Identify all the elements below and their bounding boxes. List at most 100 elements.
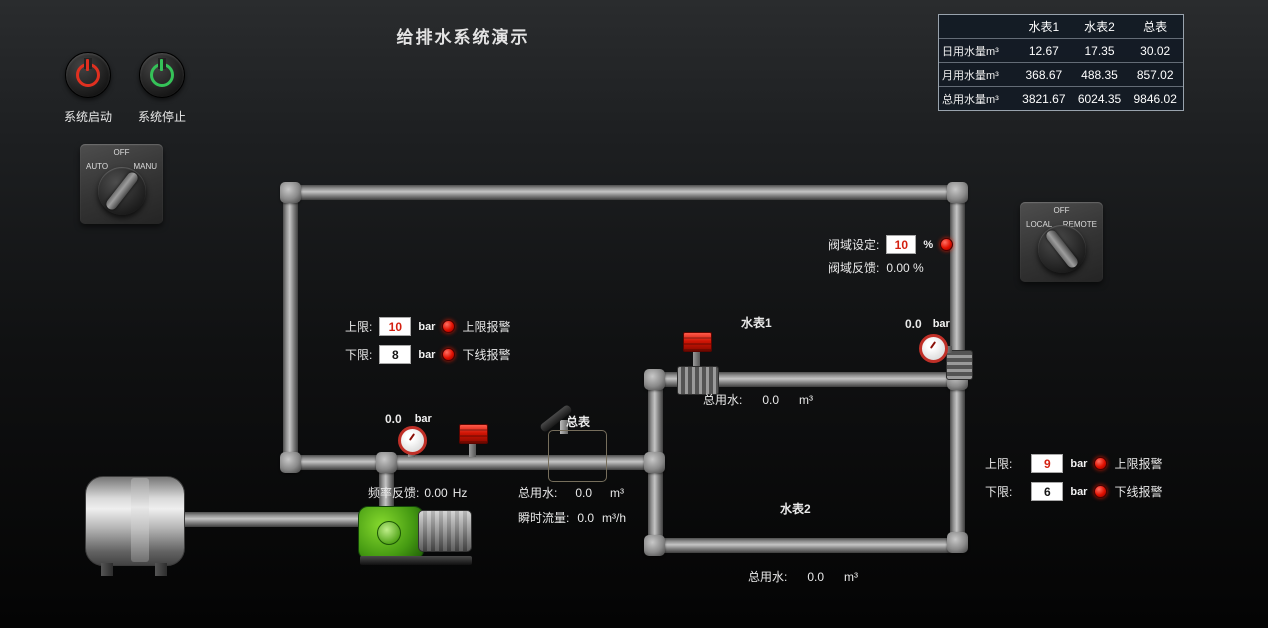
pump-base (360, 556, 472, 565)
upper-limit-row-right: 上限: 9 bar 上限报警 (985, 454, 1162, 473)
knob-handle-icon (103, 170, 140, 212)
pipe-elbow (280, 182, 301, 203)
pump-casing (358, 506, 424, 560)
local-remote-switch[interactable]: OFF LOCAL REMOTE (1020, 202, 1103, 282)
gauge-right-readout: 0.0 bar (905, 317, 950, 331)
frequency-feedback-row: 频率反馈: 0.00 Hz (368, 484, 467, 501)
bar-unit-label: bar (1070, 485, 1088, 498)
auto-manu-switch[interactable]: OFF AUTO MANU (80, 144, 163, 224)
table-row-total: 总用水量m³ 3821.67 6024.35 9846.02 (939, 86, 1183, 110)
meter2-usage-row: 总用水: 0.0 m³ (748, 568, 858, 585)
system-start-button[interactable]: 系统启动 (56, 52, 120, 125)
upper-alarm-led (1094, 457, 1108, 470)
rotary-knob-icon (1037, 225, 1086, 273)
valve-feedback-row: 阀域反馈: 0.00 % (828, 259, 924, 276)
indicator-display-upper (683, 332, 712, 352)
row-label: 总用水量m³ (942, 93, 999, 106)
start-button-label: 系统启动 (63, 110, 112, 124)
pipe-suction (166, 512, 366, 527)
lower-alarm-label: 下线报警 (462, 348, 511, 362)
pipe-coupling (946, 350, 973, 380)
valve-set-label: 阀域设定: (828, 238, 880, 252)
pipe-elbow (947, 182, 968, 203)
pipe-tee (644, 452, 665, 473)
pipe-upper-branch (655, 372, 965, 387)
lower-limit-input-right[interactable]: 6 (1031, 482, 1064, 501)
usage-label: 总用水: (518, 486, 558, 500)
valve-alarm-led (940, 238, 954, 251)
lower-limit-row-right: 下限: 6 bar 下线报警 (985, 482, 1162, 501)
valve-setting-input[interactable]: 10 (886, 235, 917, 254)
pipe-elbow (644, 535, 665, 556)
gauge-left-readout: 0.0 bar (385, 412, 432, 426)
valve-feedback-label: 阀域反馈: (828, 261, 880, 275)
usage-value: 0.0 (762, 392, 780, 407)
lower-limit-row-left: 下限: 8 bar 下线报警 (345, 345, 510, 364)
lower-limit-input-left[interactable]: 8 (379, 345, 412, 364)
pump (358, 498, 472, 566)
upper-limit-row-left: 上限: 10 bar 上限报警 (345, 317, 510, 336)
pipe-top-header (283, 185, 965, 200)
water-tank (85, 476, 185, 576)
cell-total-meter2: 6024.35 (1077, 91, 1122, 106)
cell-daily-meter1: 12.67 (1028, 43, 1059, 58)
upper-alarm-led (442, 320, 456, 333)
lower-alarm-led (442, 348, 456, 361)
upper-alarm-label: 上限报警 (1114, 457, 1163, 471)
usage-value: 0.0 (807, 569, 825, 584)
tank-leg (101, 563, 113, 576)
cell-monthly-meter2: 488.35 (1081, 67, 1118, 82)
switch-label-off: OFF (113, 148, 130, 157)
rotary-knob-icon (97, 167, 146, 215)
flow-label: 瞬时流量: (518, 511, 570, 525)
power-start-icon (65, 52, 111, 98)
cell-monthly-meter1: 368.67 (1025, 67, 1063, 82)
pipe-pump-outlet (379, 466, 394, 510)
usage-label: 总用水: (703, 393, 743, 407)
usage-unit: m³ (610, 485, 625, 500)
cell-total-total: 9846.02 (1133, 91, 1177, 106)
meter2-name: 水表2 (780, 502, 811, 516)
power-line-icon (160, 59, 163, 71)
table-row-monthly: 月用水量m³ 368.67 488.35 857.02 (939, 62, 1183, 86)
col-header-total: 总表 (1143, 20, 1168, 34)
knob-handle-icon (1043, 228, 1080, 270)
switch-label-manu: MANU (133, 162, 157, 171)
pump-motor (418, 510, 472, 552)
flow-unit: m³/h (602, 510, 627, 525)
bar-unit-label: bar (418, 320, 436, 333)
indicator-stem (693, 349, 700, 369)
tank-leg (155, 563, 167, 576)
usage-unit: m³ (844, 569, 859, 584)
meter-body (548, 430, 607, 482)
table-row-daily: 日用水量m³ 12.67 17.35 30.02 (939, 38, 1183, 62)
system-stop-button[interactable]: 系统停止 (130, 52, 194, 125)
pressure-gauge-left (398, 426, 427, 455)
indicator-stem (469, 441, 476, 457)
table-header-row: 水表1 水表2 总表 (939, 15, 1183, 38)
upper-limit-input-right[interactable]: 9 (1031, 454, 1064, 473)
switch-label-local: LOCAL (1026, 220, 1053, 229)
cell-daily-meter2: 17.35 (1084, 43, 1115, 58)
pipe-lower-branch (655, 538, 965, 553)
tank-band (131, 478, 149, 562)
total-meter-usage-row: 总用水: 0.0 m³ (518, 484, 624, 501)
pipe-left-riser (283, 192, 298, 470)
bar-unit-label: bar (418, 348, 436, 361)
pipe-elbow (280, 452, 301, 473)
lower-limit-label: 下限: (985, 485, 1013, 499)
meter-post (560, 420, 568, 434)
pipe-coupling (677, 366, 719, 395)
pipe-elbow (644, 369, 665, 390)
bar-unit-label: bar (1070, 457, 1088, 470)
percent-unit-label: % (923, 238, 934, 251)
upper-limit-input-left[interactable]: 10 (379, 317, 412, 336)
water-usage-table: 水表1 水表2 总表 日用水量m³ 12.67 17.35 30.02 月用水量… (938, 14, 1184, 111)
total-meter-name: 总表 (566, 415, 591, 429)
usage-unit: m³ (799, 392, 814, 407)
cell-daily-total: 30.02 (1140, 43, 1171, 58)
row-label: 日用水量m³ (942, 45, 999, 58)
lower-alarm-led (1094, 485, 1108, 498)
usage-label: 总用水: (748, 570, 788, 584)
